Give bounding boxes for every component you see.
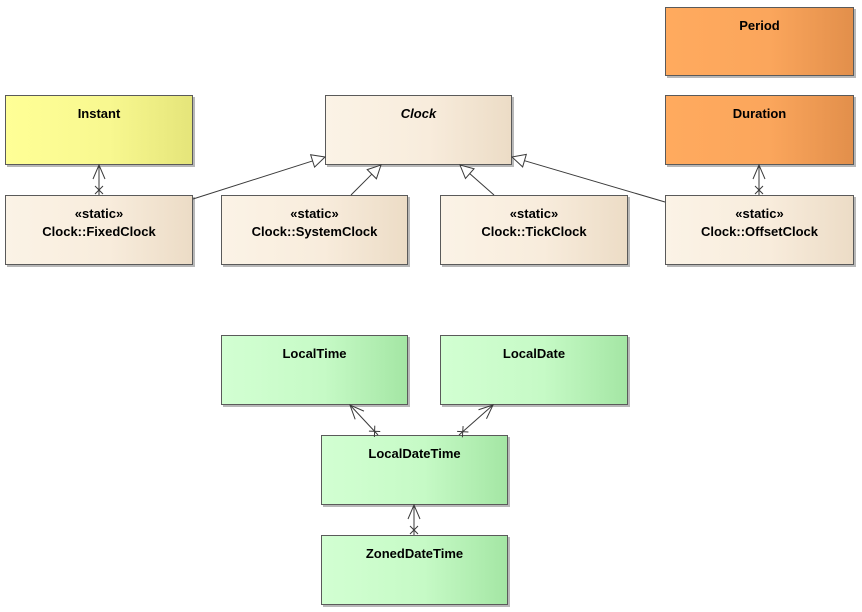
association-edge[interactable] — [92, 163, 106, 195]
navigable-arrowhead — [92, 163, 106, 180]
class-name: Clock::TickClock — [481, 224, 587, 239]
association-edge[interactable] — [752, 163, 766, 195]
class-stereotype: «static» — [290, 206, 339, 221]
generalization-edge[interactable] — [459, 164, 495, 196]
navigable-arrowhead — [478, 404, 494, 419]
class-tick-clock[interactable]: «static» Clock::TickClock — [440, 195, 628, 265]
association-edge[interactable] — [457, 404, 494, 438]
class-local-date[interactable]: LocalDate — [440, 335, 628, 405]
class-name: Clock — [400, 106, 437, 121]
generalization-edge[interactable] — [192, 154, 327, 200]
navigable-arrowhead — [349, 404, 365, 420]
navigable-arrowhead — [752, 163, 766, 180]
class-zoned-date-time[interactable]: ZonedDateTime — [321, 535, 508, 605]
class-name: Clock::OffsetClock — [700, 224, 819, 239]
class-name: Instant — [77, 106, 121, 121]
class-name: LocalDateTime — [368, 446, 461, 461]
class-name: Duration — [732, 106, 787, 121]
class-offset-clock[interactable]: «static» Clock::OffsetClock — [665, 195, 854, 265]
class-name: ZonedDateTime — [365, 546, 464, 561]
non-navigable-cross — [368, 425, 381, 438]
generalization-edge[interactable] — [350, 164, 382, 196]
class-stereotype: «static» — [735, 206, 784, 221]
class-name: Clock::FixedClock — [42, 224, 156, 239]
generalization-arrowhead — [459, 164, 475, 180]
generalization-arrowhead — [366, 164, 382, 180]
class-stereotype: «static» — [74, 206, 124, 221]
class-local-date-time[interactable]: LocalDateTime — [321, 435, 508, 505]
class-instant[interactable]: Instant — [5, 95, 193, 165]
association-edge[interactable] — [349, 404, 381, 438]
class-stereotype: «static» — [509, 206, 559, 221]
non-navigable-cross — [754, 185, 764, 195]
class-fixed-clock[interactable]: «static» Clock::FixedClock — [5, 195, 193, 265]
class-system-clock[interactable]: «static» Clock::SystemClock — [221, 195, 408, 265]
class-name: LocalTime — [282, 346, 347, 361]
generalization-arrowhead — [309, 154, 327, 169]
non-navigable-cross — [94, 185, 104, 195]
class-local-time[interactable]: LocalTime — [221, 335, 408, 405]
class-name: Clock::SystemClock — [251, 224, 378, 239]
non-navigable-cross — [457, 426, 469, 438]
class-clock[interactable]: Clock — [325, 95, 512, 165]
association-edge[interactable] — [407, 503, 421, 535]
non-navigable-cross — [409, 525, 419, 535]
generalization-arrowhead — [510, 153, 528, 168]
navigable-arrowhead — [407, 503, 421, 520]
class-duration[interactable]: Duration — [665, 95, 854, 165]
class-period[interactable]: Period — [665, 7, 854, 76]
class-name: LocalDate — [502, 346, 566, 361]
generalization-edge[interactable] — [510, 153, 666, 203]
class-name: Period — [739, 18, 780, 33]
